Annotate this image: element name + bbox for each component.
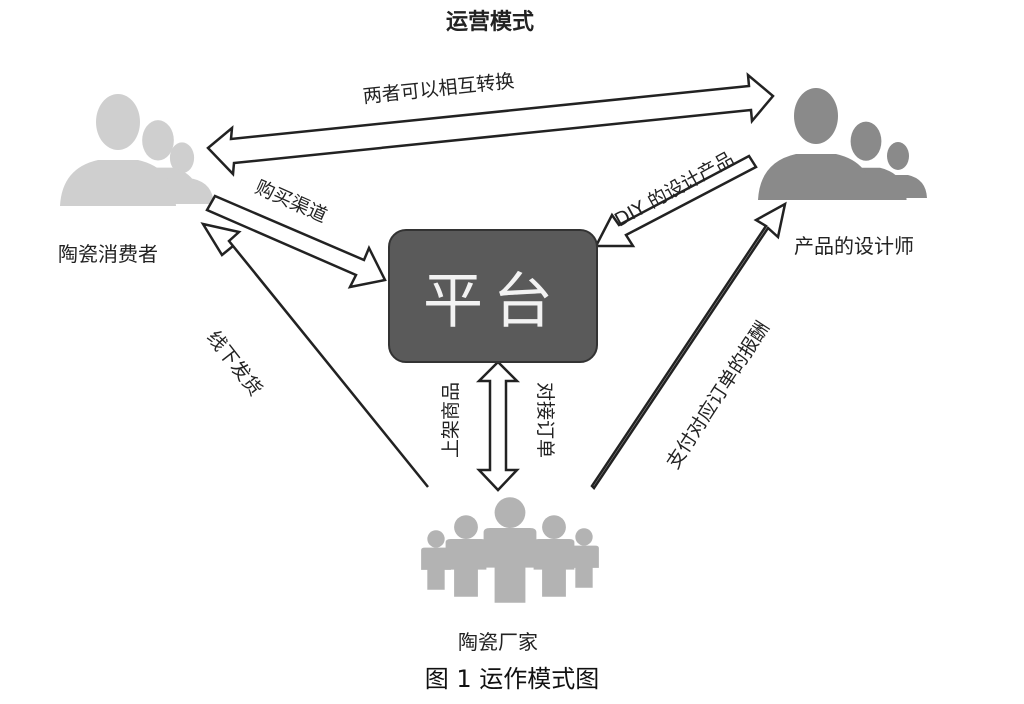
list-products-label: 上架商品	[440, 382, 462, 459]
purchase-arrow	[205, 194, 387, 289]
platform-box: 平台	[388, 229, 598, 363]
platform-label: 平台	[423, 266, 563, 337]
list-order-arrow	[475, 360, 521, 492]
manufacturer-figures	[421, 497, 599, 603]
pay-arrow	[590, 201, 787, 490]
diagram-title: 运营模式	[445, 10, 534, 35]
manufacturer-label: 陶瓷厂家	[458, 630, 538, 654]
diy-arrow	[593, 154, 758, 248]
designer-label: 产品的设计师	[794, 234, 914, 258]
offline-arrow	[200, 222, 429, 488]
figure-caption: 图 1 运作模式图	[424, 665, 600, 693]
consumer-figures	[60, 94, 214, 206]
mutual-arrow	[206, 72, 775, 177]
accept-orders-label: 对接订单	[534, 381, 556, 458]
consumer-label: 陶瓷消费者	[58, 242, 158, 266]
designer-figures	[758, 88, 927, 200]
